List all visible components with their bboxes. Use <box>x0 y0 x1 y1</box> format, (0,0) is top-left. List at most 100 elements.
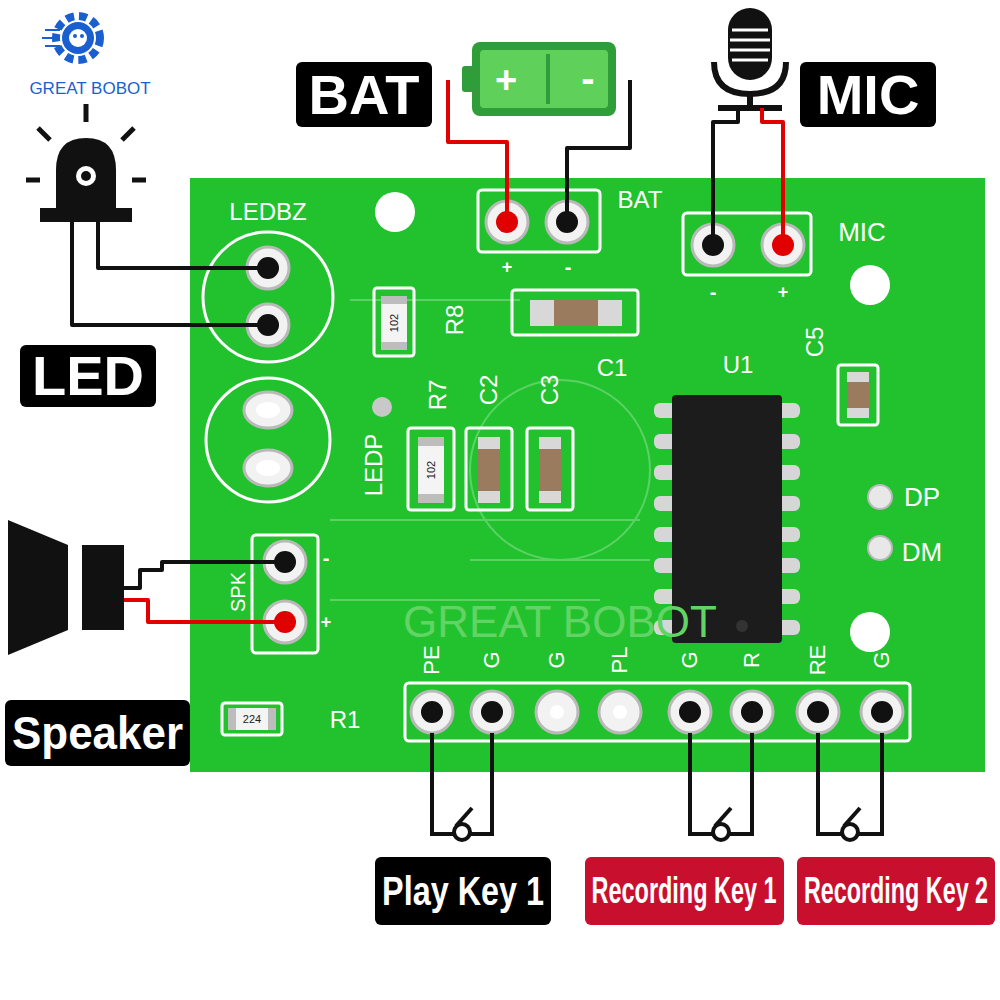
label-text: MIC <box>817 67 920 123</box>
label-box: Speaker <box>5 700 190 766</box>
switch-lever <box>715 808 731 826</box>
label-text: Play Key 1 <box>382 871 544 911</box>
silkscreen-label: C1 <box>597 356 628 380</box>
silkscreen-label: C5 <box>803 327 827 358</box>
label-box: Play Key 1 <box>375 857 551 925</box>
wires <box>72 80 783 622</box>
smd-capacitor <box>539 437 561 503</box>
silkscreen-label: G <box>481 651 503 668</box>
switch-wire <box>690 733 712 834</box>
pad-hole <box>256 460 280 476</box>
silkscreen-label: 102 <box>389 314 400 332</box>
solder-pad <box>411 691 453 733</box>
silkscreen-label: R7 <box>426 380 450 411</box>
pcb-board <box>190 178 985 772</box>
solder-pad <box>536 691 578 733</box>
ic-dot <box>736 620 748 632</box>
silkscreen-label: RE <box>807 645 829 676</box>
solder-pad <box>797 691 839 733</box>
silkscreen-label: DP <box>904 484 940 510</box>
solder-pad <box>861 691 903 733</box>
switch-contact <box>842 824 858 840</box>
switch-wire <box>818 733 841 834</box>
silkscreen-label: - <box>581 58 594 98</box>
battery-icon <box>462 42 616 116</box>
label-text: LED <box>32 348 144 404</box>
pad-dot <box>421 701 443 723</box>
key-switches <box>432 733 882 840</box>
mounting-hole <box>375 192 415 232</box>
silkscreen-label: + <box>502 258 513 276</box>
test-pad <box>868 485 892 509</box>
silkscreen-label: - <box>710 282 717 302</box>
siren-icon <box>26 104 146 222</box>
pad-hole <box>256 402 280 418</box>
logo-text: GREAT BOBOT <box>29 80 150 97</box>
label-box: Recording Key 1 <box>585 857 784 925</box>
pads <box>244 201 903 733</box>
test-pad <box>868 536 892 560</box>
silkscreen-label: C3 <box>538 375 562 406</box>
microphone-icon <box>714 8 786 108</box>
smd-resistor <box>418 437 444 503</box>
silkscreen-label: R <box>741 652 763 668</box>
solder-pad <box>731 691 773 733</box>
silkscreen-label: - <box>323 548 330 568</box>
pin1-marker <box>372 397 392 417</box>
mounting-hole <box>850 265 890 305</box>
label-box: MIC <box>800 62 936 127</box>
silkscreen-label: R8 <box>443 305 467 336</box>
silkscreen-label: G <box>679 651 701 668</box>
switch-lever <box>844 808 860 826</box>
solder-pad <box>669 691 711 733</box>
silkscreen-label: 224 <box>243 714 261 725</box>
switch-wire <box>470 733 492 834</box>
smd-capacitor <box>847 372 869 418</box>
silkscreen-label: LEDP <box>362 434 386 497</box>
label-text: Speaker <box>12 710 183 756</box>
label-text: Recording Key 2 <box>804 873 988 909</box>
pad-dot <box>871 701 893 723</box>
silkscreen-label: PE <box>421 645 443 674</box>
silkscreen-label: MIC <box>838 219 886 245</box>
smd-capacitor <box>478 437 500 503</box>
solder-pad <box>244 450 292 486</box>
speaker-icon <box>8 520 124 655</box>
solder-pad <box>599 691 641 733</box>
solder-pad <box>471 691 513 733</box>
pad-hole <box>613 705 627 719</box>
smd-capacitor <box>530 300 622 326</box>
silkscreen-label: + <box>495 61 517 99</box>
silkscreen-label: + <box>321 613 332 631</box>
watermark: GREAT BOBOT <box>403 600 717 644</box>
silkscreen-label: 102 <box>426 461 437 479</box>
silkscreen-label: PL <box>609 647 631 674</box>
smd-resistor <box>381 296 407 350</box>
silkscreen-label: U1 <box>723 353 754 377</box>
switch-wire <box>432 733 453 834</box>
smd-resistor <box>228 708 276 730</box>
label-text: Recording Key 1 <box>592 873 777 909</box>
pad-dot <box>807 701 829 723</box>
pad-dot <box>679 701 701 723</box>
silkscreen-label: BAT <box>618 188 663 212</box>
pad-hole <box>550 705 564 719</box>
label-box: LED <box>20 345 156 407</box>
silkscreen-label: DM <box>902 539 942 565</box>
pcb-traces <box>330 300 650 600</box>
silkscreen-label: G <box>546 651 568 668</box>
label-box: BAT <box>296 62 432 127</box>
switch-wire <box>858 733 882 834</box>
pad-dot <box>741 701 763 723</box>
switch-contact <box>713 824 729 840</box>
solder-pad <box>244 392 292 428</box>
silkscreen-label: + <box>778 283 789 301</box>
switch-contact <box>454 824 470 840</box>
switch-wire <box>729 733 752 834</box>
silkscreen-label: C2 <box>477 375 501 406</box>
silkscreen-label: G <box>871 651 893 668</box>
silkscreen-label: - <box>565 257 572 277</box>
silkscreen <box>203 190 910 741</box>
